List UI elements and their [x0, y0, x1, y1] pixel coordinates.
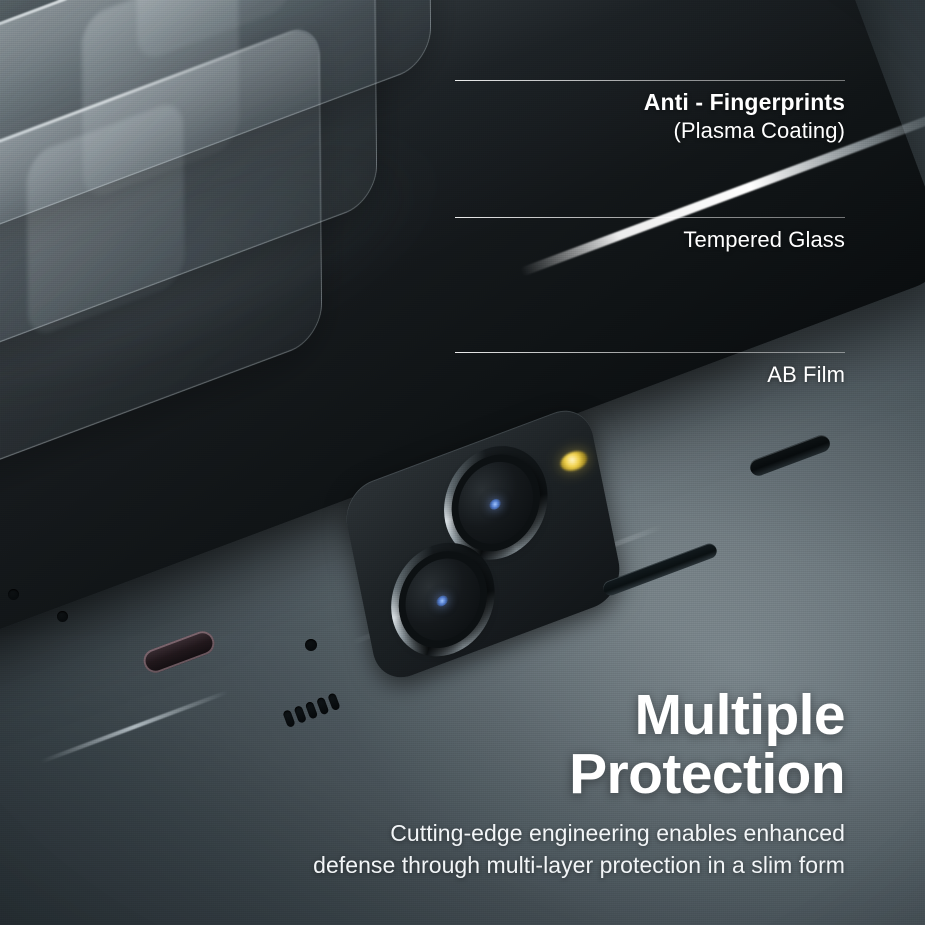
callout-title: AB Film [767, 362, 845, 387]
microphone-hole [8, 589, 19, 600]
headline-line-1: Multiple [634, 683, 845, 747]
leader-line-tempered-glass [455, 217, 845, 218]
callout-subtitle: (Plasma Coating) [673, 117, 845, 143]
microphone-hole [305, 639, 317, 651]
callout-ab-film: AB Film [767, 361, 845, 389]
callout-title: Anti - Fingerprints [643, 89, 845, 115]
subcopy-line-1: Cutting-edge engineering enables enhance… [390, 820, 845, 846]
headline-line-2: Protection [569, 742, 845, 807]
callout-anti-fingerprints: Anti - Fingerprints (Plasma Coating) [644, 88, 845, 145]
callout-tempered-glass: Tempered Glass [683, 226, 845, 254]
callout-title: Tempered Glass [683, 227, 845, 252]
subcopy-line-2: defense through multi-layer protection i… [313, 851, 845, 878]
headline: Multiple Protection [569, 683, 845, 807]
leader-line-ab-film [455, 352, 845, 353]
microphone-hole [57, 611, 68, 622]
leader-line-anti-fingerprints [455, 80, 845, 81]
subcopy: Cutting-edge engineering enables enhance… [313, 818, 845, 881]
